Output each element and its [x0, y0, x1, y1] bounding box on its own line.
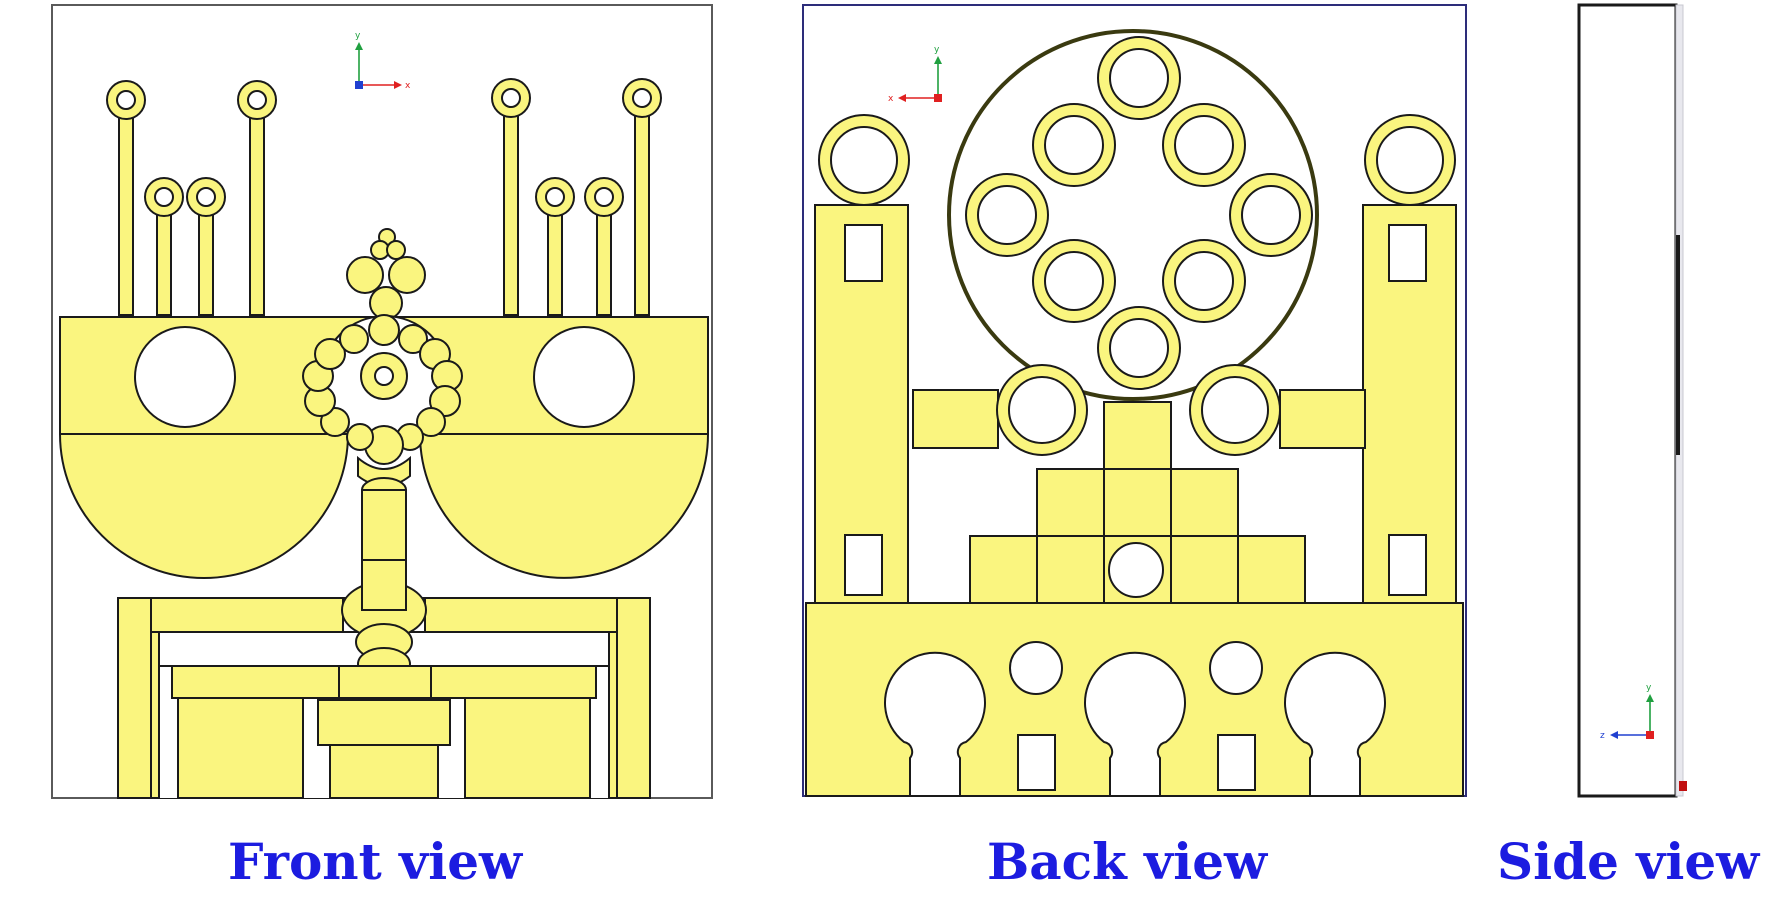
- back-view-pyramid: [969, 401, 1306, 604]
- front-view-feed-lines: [106, 78, 662, 316]
- front-view: [51, 4, 713, 799]
- back-view-ground-plane: [805, 602, 1464, 797]
- side-view-axis-z-label: z: [1600, 731, 1605, 741]
- front-view-central-ring: [302, 314, 463, 465]
- back-view-arms: [912, 364, 1366, 456]
- side-view: [1577, 3, 1687, 798]
- front-view-caption: Front view: [228, 832, 523, 891]
- side-view-axis-y-label: y: [1646, 683, 1652, 693]
- back-view-left-pillar: [814, 114, 910, 604]
- side-view-axis-triad: [1610, 694, 1654, 739]
- back-view-axis-x-label: x: [888, 94, 894, 104]
- front-view-bottom-blocks: [171, 665, 597, 799]
- side-view-caption: Side view: [1497, 832, 1760, 891]
- front-view-stem-bulbs: [341, 559, 427, 681]
- back-view: [802, 4, 1467, 797]
- front-view-left-half-disc: [58, 433, 350, 579]
- back-view-ring-array: [965, 36, 1313, 390]
- front-view-axis-triad: [355, 42, 402, 89]
- front-view-axis-x-label: x: [405, 81, 411, 91]
- back-view-axis-triad: [898, 56, 942, 102]
- back-view-axis-y-label: y: [934, 45, 940, 55]
- side-view-copper-layer: [1676, 235, 1680, 455]
- side-view-port: [1679, 781, 1687, 791]
- back-view-big-circle: [947, 29, 1319, 401]
- back-view-right-pillar: [1362, 114, 1457, 604]
- back-view-caption: Back view: [987, 832, 1268, 891]
- front-view-top-cluster: [346, 228, 426, 320]
- front-view-right-half-disc: [418, 433, 710, 579]
- front-view-axis-y-label: y: [355, 31, 361, 41]
- side-view-outline: [1577, 3, 1678, 798]
